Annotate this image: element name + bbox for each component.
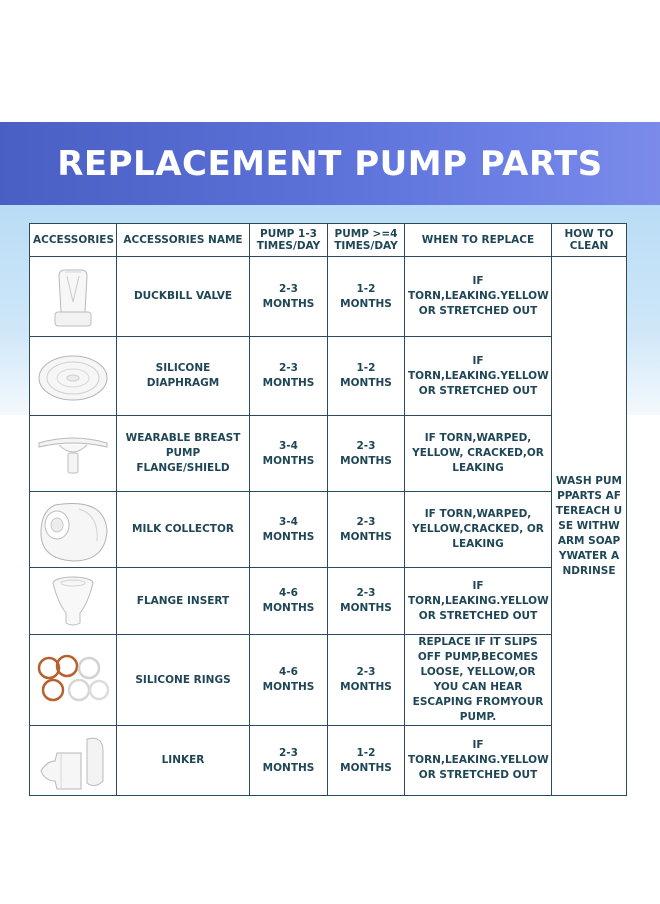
- accessory-image-cell: [29, 336, 117, 416]
- accessory-name: FLANGE INSERT: [116, 567, 250, 635]
- page-title: REPLACEMENT PUMP PARTS: [57, 143, 603, 184]
- accessory-image-cell: [29, 415, 117, 492]
- table-row: FLANGE INSERT 4-6 MONTHS 2-3 MONTHS IF T…: [29, 567, 627, 635]
- accessory-name: LINKER: [116, 725, 250, 796]
- accessory-image-cell: [29, 634, 117, 726]
- silicone-rings-icon: [37, 654, 110, 702]
- accessory-image-cell: [29, 256, 117, 337]
- months-high: 2-3 MONTHS: [327, 415, 405, 492]
- months-low: 4-6 MONTHS: [249, 567, 328, 635]
- header-how-to-clean: HOW TO CLEAN: [551, 223, 627, 257]
- months-high: 2-3 MONTHS: [327, 567, 405, 635]
- duckbill-valve-icon: [54, 269, 92, 326]
- header-when-to-replace: WHEN TO REPLACE: [404, 223, 552, 257]
- flange-insert-icon: [52, 576, 94, 626]
- title-banner: REPLACEMENT PUMP PARTS: [0, 122, 660, 205]
- accessory-image-cell: [29, 491, 117, 568]
- table-row: LINKER 2-3 MONTHS 1-2 MONTHS IF TORN,LEA…: [29, 725, 627, 796]
- when-to-replace: REPLACE IF IT SLIPS OFF PUMP,BECOMES LOO…: [404, 634, 552, 726]
- header-accessories-name: ACCESSORIES NAME: [116, 223, 250, 257]
- table-header-row: ACCESSORIES ACCESSORIES NAME PUMP 1-3 TI…: [29, 223, 627, 257]
- header-accessories: ACCESSORIES: [29, 223, 117, 257]
- milk-collector-icon: [40, 502, 108, 562]
- months-low: 3-4 MONTHS: [249, 491, 328, 568]
- months-low: 2-3 MONTHS: [249, 336, 328, 416]
- table-row: SILICONE DIAPHRAGM 2-3 MONTHS 1-2 MONTHS…: [29, 336, 627, 416]
- when-to-replace: IF TORN,LEAKING.YELLOW OR STRETCHED OUT: [404, 336, 552, 416]
- linker-icon: [40, 737, 104, 789]
- when-to-replace: IF TORN,LEAKING.YELLOW OR STRETCHED OUT: [404, 725, 552, 796]
- table-row: MILK COLLECTOR 3-4 MONTHS 2-3 MONTHS IF …: [29, 491, 627, 568]
- when-to-replace: IF TORN,WARPED, YELLOW, CRACKED,OR LEAKI…: [404, 415, 552, 492]
- diaphragm-icon: [38, 355, 108, 401]
- when-to-replace: IF TORN,LEAKING.YELLOW OR STRETCHED OUT: [404, 567, 552, 635]
- accessory-name: MILK COLLECTOR: [116, 491, 250, 568]
- when-to-replace: IF TORN,WARPED, YELLOW,CRACKED, OR LEAKI…: [404, 491, 552, 568]
- table-row: DUCKBILL VALVE 2-3 MONTHS 1-2 MONTHS IF …: [29, 256, 627, 796]
- accessory-image-cell: [29, 567, 117, 635]
- header-pump-low: PUMP 1-3 TIMES/DAY: [249, 223, 328, 257]
- header-pump-high: PUMP >=4 TIMES/DAY: [327, 223, 405, 257]
- how-to-clean-text: WASH PUMPPARTS AFTEREACH USE WITHWARM SO…: [551, 256, 627, 796]
- when-to-replace: IF TORN,LEAKING.YELLOW OR STRETCHED OUT: [404, 256, 552, 337]
- accessory-name: DUCKBILL VALVE: [116, 256, 250, 337]
- months-high: 2-3 MONTHS: [327, 634, 405, 726]
- accessory-name: WEARABLE BREAST PUMP FLANGE/SHIELD: [116, 415, 250, 492]
- table-row: WEARABLE BREAST PUMP FLANGE/SHIELD 3-4 M…: [29, 415, 627, 492]
- replacement-parts-table: ACCESSORIES ACCESSORIES NAME PUMP 1-3 TI…: [29, 223, 627, 796]
- months-high: 1-2 MONTHS: [327, 256, 405, 337]
- months-low: 3-4 MONTHS: [249, 415, 328, 492]
- months-low: 2-3 MONTHS: [249, 725, 328, 796]
- accessory-name: SILICONE RINGS: [116, 634, 250, 726]
- months-high: 1-2 MONTHS: [327, 725, 405, 796]
- months-high: 2-3 MONTHS: [327, 491, 405, 568]
- months-low: 4-6 MONTHS: [249, 634, 328, 726]
- flange-icon: [38, 437, 108, 473]
- months-high: 1-2 MONTHS: [327, 336, 405, 416]
- accessory-image-cell: [29, 725, 117, 796]
- accessory-name: SILICONE DIAPHRAGM: [116, 336, 250, 416]
- months-low: 2-3 MONTHS: [249, 256, 328, 337]
- table-row: SILICONE RINGS 4-6 MONTHS 2-3 MONTHS REP…: [29, 634, 627, 726]
